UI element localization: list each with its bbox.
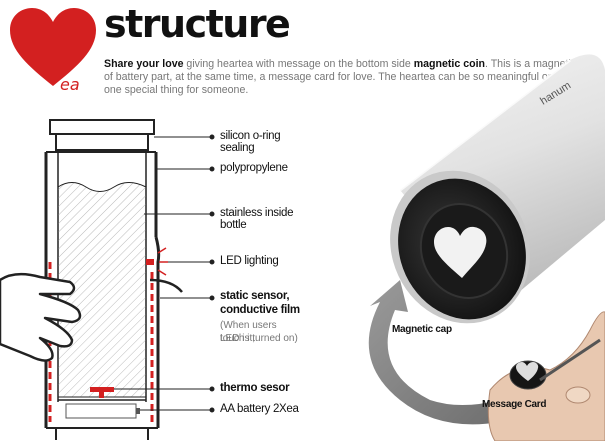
lead-end: .: [484, 58, 488, 70]
heart-logo: ea: [10, 8, 96, 92]
bottle-section: [0, 119, 215, 440]
curved-arrow-icon: [368, 280, 530, 432]
label-silicon: silicon o-ring sealing: [220, 130, 281, 154]
lead-bold: Share your love: [104, 58, 184, 70]
lead-rest: giving heartea with message on the botto…: [183, 58, 414, 70]
logo-text: ea: [60, 75, 80, 92]
label-sensor-1: static sensor,: [220, 290, 290, 302]
sensor-note-1: (When users touch it,: [220, 320, 277, 344]
heart-cutout-icon: [434, 226, 487, 278]
label-sensor-2: conductive film: [220, 304, 300, 316]
sensor-note-2: LED is turned on): [220, 333, 298, 344]
product-photo: hanum: [368, 54, 605, 441]
label-stainless: stainless inside bottle: [220, 207, 294, 231]
message-card-label: Message Card: [482, 399, 547, 410]
magnetic-cap-label: Magnetic cap: [392, 324, 452, 335]
page-title: structure: [104, 2, 291, 46]
lead-bold-coin: magnetic coin: [413, 58, 485, 70]
label-thermo: thermo sesor: [220, 382, 290, 394]
label-battery: AA battery 2Xea: [220, 403, 299, 415]
label-polypropylene: polypropylene: [220, 162, 288, 174]
label-led: LED lighting: [220, 255, 279, 267]
bottle-diagram: silicon o-ring sealing polypropylene sta…: [0, 112, 300, 441]
description: Share your love giving heartea with mess…: [104, 58, 599, 97]
